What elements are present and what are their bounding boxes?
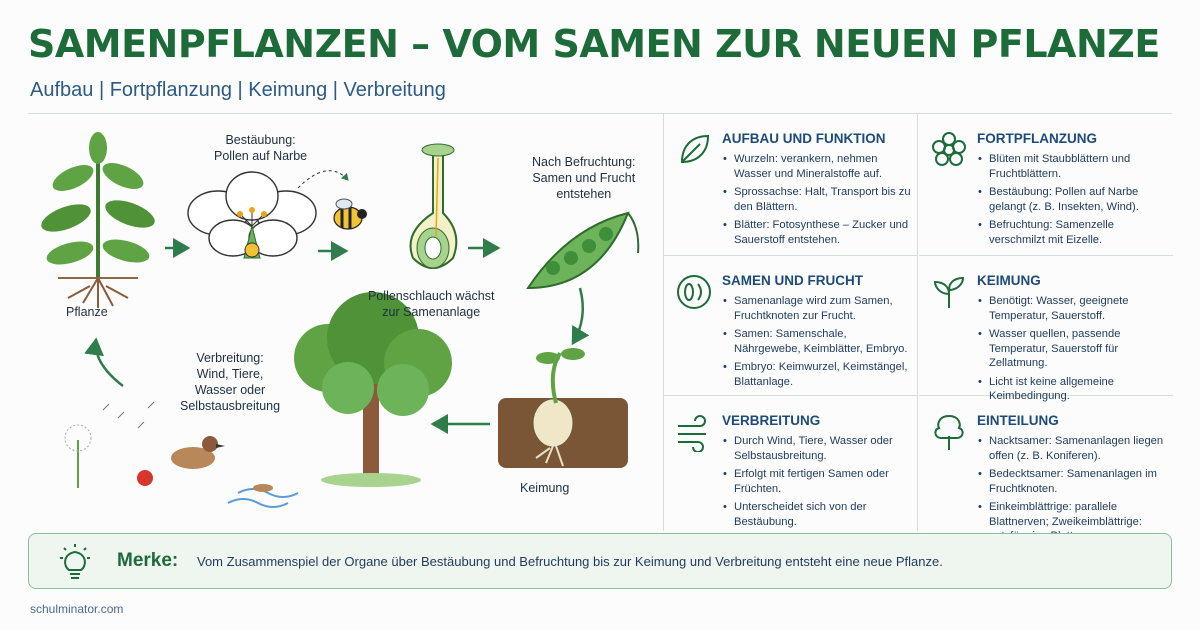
merke-box: Merke: Vom Zusammenspiel der Organe über… (28, 533, 1172, 589)
bee-illustration (333, 198, 367, 230)
card-fortpflanzung: FORTPFLANZUNG Blüten mit Staubblättern u… (919, 114, 1173, 256)
label-pollenschlauch: Pollenschlauch wächst zur Samenanlage (368, 289, 495, 319)
card-keimung: KEIMUNG Benötigt: Wasser, geeignete Temp… (919, 256, 1173, 402)
pod-illustration (526, 211, 640, 290)
card-samen: SAMEN UND FRUCHT Samenanlage wird zum Sa… (664, 256, 918, 396)
card-title: SAMEN UND FRUCHT (722, 273, 863, 288)
seed-icon (677, 275, 711, 309)
card-item: Embryo: Keimwurzel, Keimstängel, Blattan… (722, 360, 913, 389)
card-item: Nacktsamer: Samenanlagen liegen offen (z… (977, 434, 1169, 463)
wind-icon (678, 415, 706, 452)
card-item: Unterscheidet sich von der Bestäubung. (722, 500, 913, 529)
card-item: Samen: Samenschale, Nährgewebe, Keimblät… (722, 327, 913, 356)
label-befruchtung: Nach Befruchtung: Samen und Frucht entst… (532, 155, 636, 201)
tree-icon (934, 414, 964, 450)
lightbulb-icon (60, 544, 90, 579)
card-item: Bedecktsamer: Samenanlagen im Fruchtknot… (977, 467, 1169, 496)
card-title: KEIMUNG (977, 273, 1041, 288)
card-item: Erfolgt mit fertigen Samen oder Früchten… (722, 467, 913, 496)
merke-text: Vom Zusammenspiel der Organe über Bestäu… (197, 554, 943, 569)
pistil-illustration (409, 143, 458, 269)
card-title: EINTEILUNG (977, 413, 1059, 428)
card-item: Benötigt: Wasser, geeignete Temperatur, … (977, 294, 1169, 323)
divider (28, 113, 1172, 114)
card-verbreitung: VERBREITUNG Durch Wind, Tiere, Wasser od… (664, 396, 918, 531)
germination-illustration (498, 348, 628, 468)
tree-illustration (294, 292, 452, 487)
card-item: Befruchtung: Samenzelle verschmilzt mit … (977, 218, 1169, 247)
merke-label: Merke: (117, 550, 179, 571)
flower-icon (932, 132, 966, 166)
page-title: SAMENPFLANZEN – VOM SAMEN ZUR NEUEN PFLA… (28, 22, 1160, 66)
card-item: Blüten mit Staubblättern und Fruchtblätt… (977, 152, 1169, 181)
card-title: AUFBAU UND FUNKTION (722, 131, 886, 146)
card-title: FORTPFLANZUNG (977, 131, 1097, 146)
label-verbreitung: Verbreitung: Wind, Tiere, Wasser oder Se… (180, 351, 281, 413)
card-title: VERBREITUNG (722, 413, 821, 428)
flower-illustration (187, 170, 349, 259)
card-item: Licht ist keine allgemeine Keimbedingung… (977, 375, 1169, 404)
card-item: Blätter: Fotosynthese – Zucker und Sauer… (722, 218, 913, 247)
card-item: Samenanlage wird zum Samen, Fruchtknoten… (722, 294, 913, 323)
card-aufbau: AUFBAU UND FUNKTION Wurzeln: verankern, … (664, 114, 918, 256)
card-item: Wasser quellen, passende Temperatur, Sau… (977, 327, 1169, 371)
dispersal-illustration (64, 401, 299, 508)
label-pflanze: Pflanze (66, 305, 108, 319)
card-item: Wurzeln: verankern, nehmen Wasser und Mi… (722, 152, 913, 181)
life-cycle-diagram: Pflanze Bestäubung: Pollen auf Narbe Pol… (28, 118, 660, 532)
leaf-icon (680, 134, 710, 164)
page-subtitle: Aufbau | Fortpflanzung | Keimung | Verbr… (30, 79, 446, 101)
card-item: Durch Wind, Tiere, Wasser oder Selbstaus… (722, 434, 913, 463)
footer-source: schulminator.com (30, 602, 124, 616)
life-cycle-illustration (41, 132, 640, 508)
sprout-icon (933, 276, 965, 308)
plant-illustration (41, 132, 155, 308)
info-grid: AUFBAU UND FUNKTION Wurzeln: verankern, … (663, 114, 1173, 542)
card-einteilung: EINTEILUNG Nacktsamer: Samenanlagen lieg… (919, 396, 1173, 542)
card-item: Sprossachse: Halt, Transport bis zu den … (722, 185, 913, 214)
label-keimung: Keimung (520, 481, 570, 495)
card-item: Bestäubung: Pollen auf Narbe gelangt (z.… (977, 185, 1169, 214)
label-bestaeubung: Bestäubung: Pollen auf Narbe (214, 133, 308, 163)
cycle-arrows (84, 238, 590, 434)
